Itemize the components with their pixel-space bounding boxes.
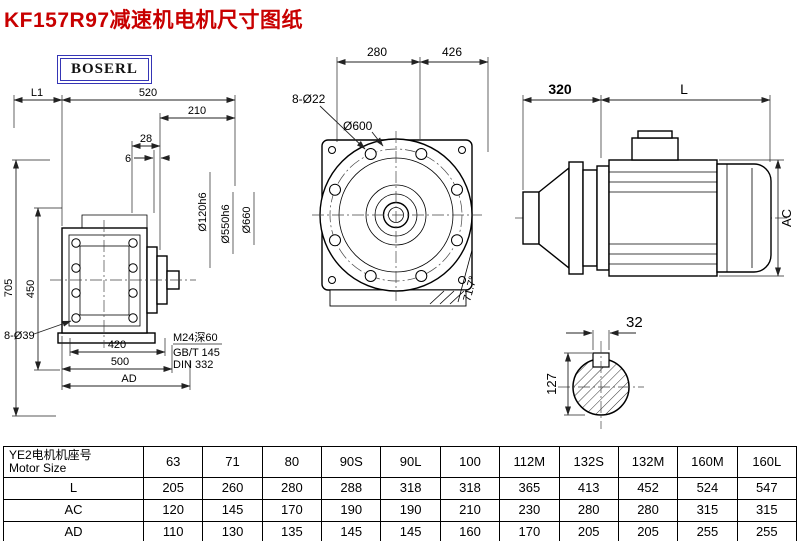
- value-cell: 280: [261, 477, 323, 500]
- frame-size-col: 80: [261, 446, 323, 478]
- frame-size-col: 100: [439, 446, 501, 478]
- front-view-geometry: [312, 131, 482, 307]
- value-cell: 255: [736, 521, 798, 541]
- dim-420-label: 420: [108, 339, 126, 351]
- frame-size-col: 132M: [617, 446, 679, 478]
- bolt-callout-8x39: 8-Ø39: [4, 330, 35, 342]
- frame-size-col: 71: [202, 446, 263, 478]
- value-cell: 145: [321, 521, 382, 541]
- frame-size-col: 132S: [558, 446, 619, 478]
- shaft-end-view: 32 127: [544, 314, 644, 429]
- dim-AC-label: AC: [779, 209, 794, 227]
- motor-size-header: YE2电机机座号 Motor Size: [3, 446, 144, 478]
- dia-120-label: Ø120h6: [197, 192, 209, 231]
- motor-view-geometry: [515, 130, 788, 277]
- note-gbt145: GB/T 145: [173, 347, 220, 359]
- motor-size-header-en: Motor Size: [9, 461, 67, 475]
- side-view-geometry: [50, 214, 196, 348]
- dim-210-label: 210: [188, 105, 206, 117]
- dim-500-label: 500: [111, 356, 129, 368]
- dim-280-label: 280: [367, 45, 387, 59]
- value-cell: 130: [202, 521, 263, 541]
- value-cell: 110: [142, 521, 204, 541]
- front-view: 280 426 8-Ø22 Ø600 71.7°: [292, 45, 489, 307]
- dim-705-label: 705: [3, 279, 15, 297]
- value-cell: 205: [558, 521, 619, 541]
- value-cell: 205: [142, 477, 204, 500]
- value-cell: 145: [202, 499, 263, 522]
- value-cell: 145: [380, 521, 441, 541]
- value-cell: 318: [380, 477, 441, 500]
- boserl-logo-text: BOSERL: [71, 61, 138, 77]
- page-title: KF157R97减速机电机尺寸图纸: [4, 9, 304, 32]
- value-cell: 255: [677, 521, 738, 541]
- value-cell: 413: [558, 477, 619, 500]
- note-din332: DIN 332: [173, 359, 213, 371]
- shaft-end-dimensions: 32 127: [544, 314, 643, 416]
- dia-660-label: Ø660: [241, 207, 253, 234]
- table-row-AD: AD 110 130 135 145 145 160 170 205 205 2…: [3, 521, 798, 541]
- boserl-logo: BOSERL: [57, 55, 152, 84]
- frame-size-col: 160M: [677, 446, 738, 478]
- dim-127-label: 127: [544, 373, 559, 395]
- value-cell: 230: [499, 499, 560, 522]
- dim-426-label: 426: [442, 45, 462, 59]
- shaft-end-geometry: [558, 341, 644, 429]
- dim-32-label: 32: [626, 314, 643, 331]
- value-cell: 288: [321, 477, 382, 500]
- dim-6-label: 6: [125, 153, 131, 165]
- value-cell: 315: [677, 499, 738, 522]
- side-view-dimensions: L1 520 210 28 6 705 450: [3, 87, 255, 417]
- motor-view-dimensions: 320 L: [522, 81, 771, 190]
- value-cell: 190: [321, 499, 382, 522]
- value-cell: 160: [439, 521, 501, 541]
- motor-ac-dimension: AC: [719, 159, 794, 277]
- dim-320-label: 320: [548, 81, 572, 97]
- dim-L-label: L: [680, 81, 688, 97]
- frame-size-col: 63: [142, 446, 204, 478]
- value-cell: 365: [499, 477, 560, 500]
- bolt-callout-8x22: 8-Ø22: [292, 92, 326, 106]
- value-cell: 135: [261, 521, 323, 541]
- value-cell: 260: [202, 477, 263, 500]
- frame-size-col: 160L: [736, 446, 798, 478]
- value-cell: 210: [439, 499, 501, 522]
- value-cell: 170: [261, 499, 323, 522]
- dim-520-label: 520: [139, 87, 157, 99]
- row-label: L: [3, 477, 144, 500]
- value-cell: 318: [439, 477, 501, 500]
- front-view-dimensions: 280 426 8-Ø22 Ø600 71.7°: [292, 45, 489, 303]
- value-cell: 190: [380, 499, 441, 522]
- side-view: L1 520 210 28 6 705 450: [3, 87, 255, 417]
- value-cell: 315: [736, 499, 798, 522]
- value-cell: 280: [558, 499, 619, 522]
- dimension-table: YE2电机机座号 Motor Size 63 71 80 90S 90L 100…: [3, 446, 798, 541]
- table-header-row: YE2电机机座号 Motor Size 63 71 80 90S 90L 100…: [3, 446, 798, 478]
- row-label: AD: [3, 521, 144, 541]
- dim-AD-label: AD: [121, 373, 136, 385]
- table-row-L: L 205 260 280 288 318 318 365 413 452 52…: [3, 477, 798, 500]
- value-cell: 524: [677, 477, 738, 500]
- note-m24: M24深60: [173, 331, 218, 344]
- motor-size-header-zh: YE2电机机座号: [9, 447, 92, 462]
- row-label: AC: [3, 499, 144, 522]
- value-cell: 547: [736, 477, 798, 500]
- dia-600-label: Ø600: [343, 119, 373, 133]
- dimension-table-wrap: YE2电机机座号 Motor Size 63 71 80 90S 90L 100…: [3, 446, 798, 541]
- frame-size-col: 90S: [321, 446, 382, 478]
- table-row-AC: AC 120 145 170 190 190 210 230 280 280 3…: [3, 499, 798, 522]
- value-cell: 452: [617, 477, 679, 500]
- value-cell: 170: [499, 521, 560, 541]
- value-cell: 120: [142, 499, 204, 522]
- dim-450-label: 450: [25, 280, 37, 298]
- value-cell: 280: [617, 499, 679, 522]
- dia-550-label: Ø550h6: [220, 204, 232, 243]
- technical-drawing: L1 520 210 28 6 705 450: [3, 45, 794, 429]
- frame-size-col: 90L: [380, 446, 441, 478]
- value-cell: 205: [617, 521, 679, 541]
- dim-L1-label: L1: [31, 87, 43, 99]
- dim-28-label: 28: [140, 133, 152, 145]
- frame-size-col: 112M: [499, 446, 560, 478]
- motor-view: 320 L: [515, 81, 794, 277]
